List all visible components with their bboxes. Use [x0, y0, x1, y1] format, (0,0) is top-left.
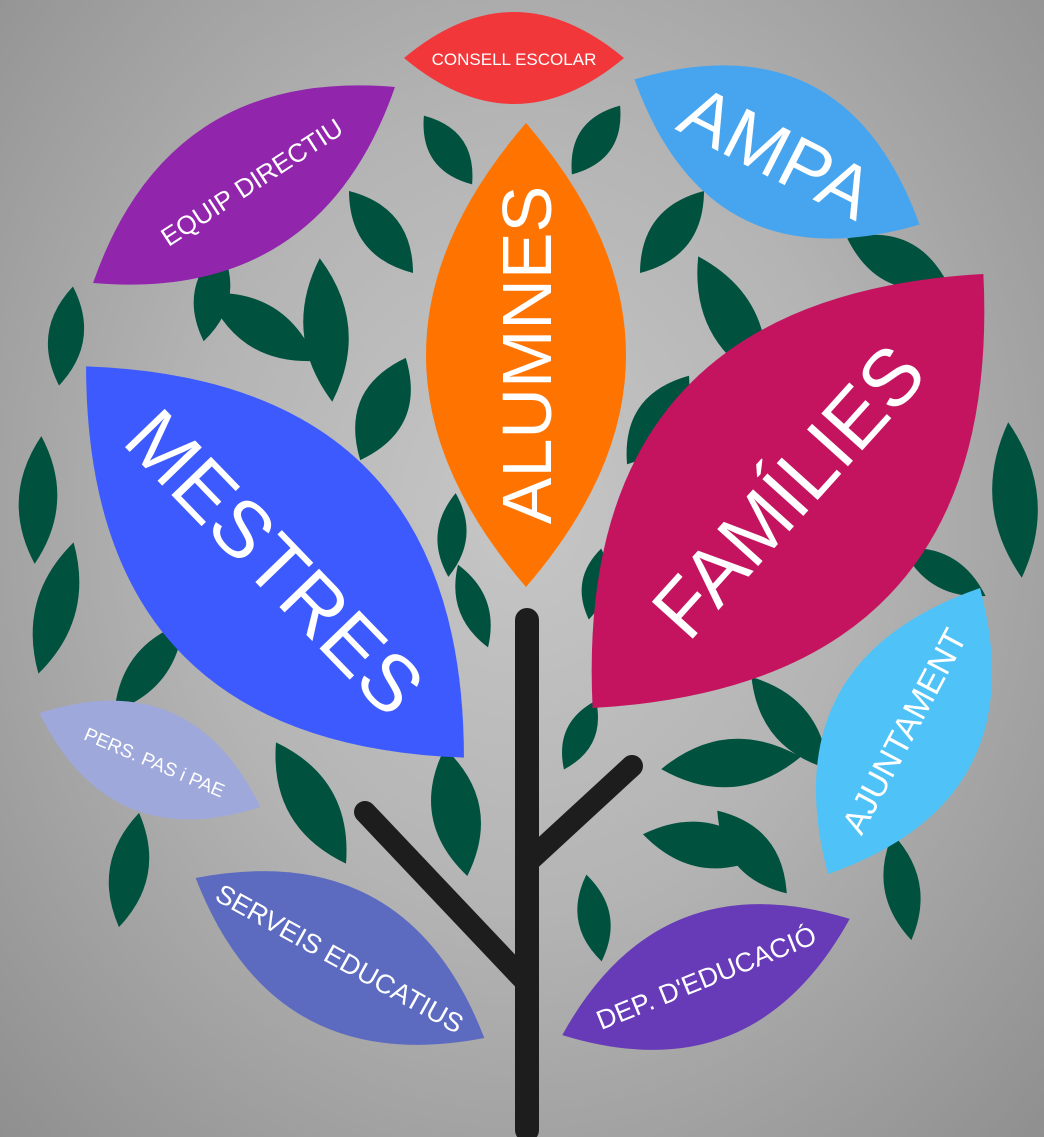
small-leaf: [992, 422, 1038, 578]
small-leaves: [18, 105, 1038, 962]
small-leaf: [355, 357, 411, 461]
leaf-shape: [634, 65, 920, 239]
small-leaf: [902, 547, 986, 597]
small-leaf: [207, 292, 317, 362]
small-leaf: [562, 700, 598, 770]
leaf-shape: [195, 871, 485, 1045]
label-alumnes: ALUMNES: [488, 186, 566, 524]
small-leaf: [114, 622, 184, 712]
leaf-shape: [591, 274, 985, 708]
small-leaf: [32, 542, 80, 674]
small-leaf: [275, 742, 347, 864]
small-leaf: [626, 375, 690, 465]
small-leaf: [661, 738, 801, 788]
left-branch: [354, 801, 535, 991]
small-leaf: [348, 191, 414, 273]
leaf-shape: [426, 123, 626, 587]
leaf-equip-directiu: EQUIP DIRECTIU: [93, 85, 395, 285]
small-leaf: [18, 436, 58, 564]
small-leaf: [303, 258, 349, 402]
small-leaf: [431, 747, 481, 877]
leaf-shape: [39, 700, 261, 820]
small-leaf: [751, 677, 829, 769]
small-leaf: [571, 105, 621, 175]
small-leaf: [437, 493, 467, 577]
tree-trunk: [354, 608, 643, 1137]
leaf-shape: [562, 904, 850, 1050]
small-leaf: [639, 191, 705, 273]
small-leaf: [47, 286, 85, 386]
small-leaf: [108, 812, 150, 928]
leaf-alumnes: ALUMNES: [426, 123, 626, 587]
small-leaf: [577, 874, 611, 962]
small-leaf: [423, 115, 473, 185]
leaf-shape: [816, 587, 992, 875]
right-branch: [519, 755, 643, 871]
leaf-pers-pas-pae: PERS. PAS i PAE: [39, 700, 261, 820]
small-leaf: [717, 810, 787, 894]
label-consell-escolar: CONSELL ESCOLAR: [432, 50, 597, 69]
small-leaf: [455, 564, 491, 648]
small-leaf: [847, 234, 949, 290]
leaf-shape: [93, 85, 395, 285]
small-leaf: [883, 833, 921, 941]
leaf-shape: [404, 12, 624, 104]
leaf-consell-escolar: CONSELL ESCOLAR: [404, 12, 624, 104]
